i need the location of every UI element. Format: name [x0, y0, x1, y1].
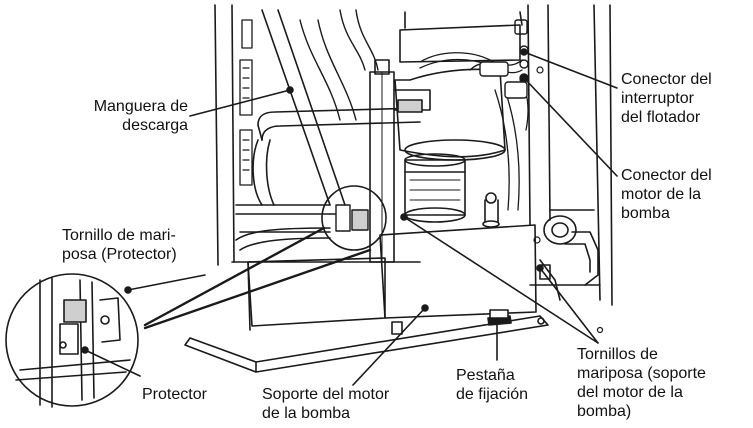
label-line: mariposa (soporte: [577, 365, 706, 382]
leader-conector-motor: [523, 77, 618, 177]
protector-small: [329, 204, 369, 232]
highlight-circle: [321, 185, 387, 251]
label-line: posa (Protector): [62, 246, 177, 263]
leader-tornillo: [127, 274, 206, 291]
diagonal-strut: [261, 9, 346, 206]
drain-hose: [252, 9, 421, 206]
label-pestana-fijacion: Pestaña de fijación: [456, 366, 528, 404]
label-line: Conector del: [621, 71, 712, 88]
vent-slots: [239, 19, 253, 186]
leader-protector: [84, 349, 141, 377]
side-component: [539, 215, 599, 301]
fixing-tab: [487, 309, 512, 326]
leader-manguera: [189, 89, 291, 117]
zoom-line-lower: [143, 248, 372, 330]
label-line: Manguera de: [93, 98, 188, 115]
label-line: descarga: [122, 117, 188, 134]
label-conector-motor: Conector del motor de la bomba: [621, 166, 712, 223]
label-line: del motor de la: [577, 384, 683, 401]
label-line: motor de la: [621, 186, 702, 203]
label-line: bomba: [621, 205, 670, 222]
label-line: de la bomba: [262, 405, 351, 422]
pump-motor: [404, 153, 500, 228]
float-switch-tank: [394, 11, 523, 161]
label-tornillos-mariposa: Tornillos de mariposa (soporte del motor…: [577, 345, 706, 421]
leader-conector-interruptor: [523, 51, 618, 89]
wiring: [419, 52, 529, 211]
label-protector: Protector: [142, 385, 207, 404]
leader-soporte: [352, 307, 426, 386]
label-line: del flotador: [621, 109, 701, 126]
label-conector-interruptor: Conector del interruptor del flotador: [621, 70, 712, 127]
zoom-line-upper: [143, 226, 326, 327]
label-line: Tornillos de: [577, 346, 658, 363]
pump-motor-support: [235, 224, 537, 335]
label-line: de fijación: [456, 386, 529, 403]
label-line: Conector del: [621, 167, 712, 184]
label-line: Pestaña: [456, 367, 515, 384]
connector-cluster: [479, 19, 529, 99]
base-plate: [184, 315, 549, 373]
label-line: Tornillo de mari-: [62, 227, 176, 244]
label-line: Protector: [142, 386, 207, 403]
label-soporte-motor: Soporte del motor de la bomba: [262, 385, 389, 423]
label-tornillo-mariposa: Tornillo de mari- posa (Protector): [62, 226, 177, 264]
leader-tornillos-b: [539, 267, 599, 344]
label-manguera-descarga: Manguera de descarga: [38, 97, 188, 135]
inset-detail: [5, 273, 139, 408]
leader-dot-manguera: [286, 86, 294, 94]
label-line: bomba): [577, 403, 632, 420]
leader-tornillos-a: [403, 216, 599, 344]
label-line: Soporte del motor: [262, 386, 390, 403]
label-line: interruptor: [621, 90, 694, 107]
